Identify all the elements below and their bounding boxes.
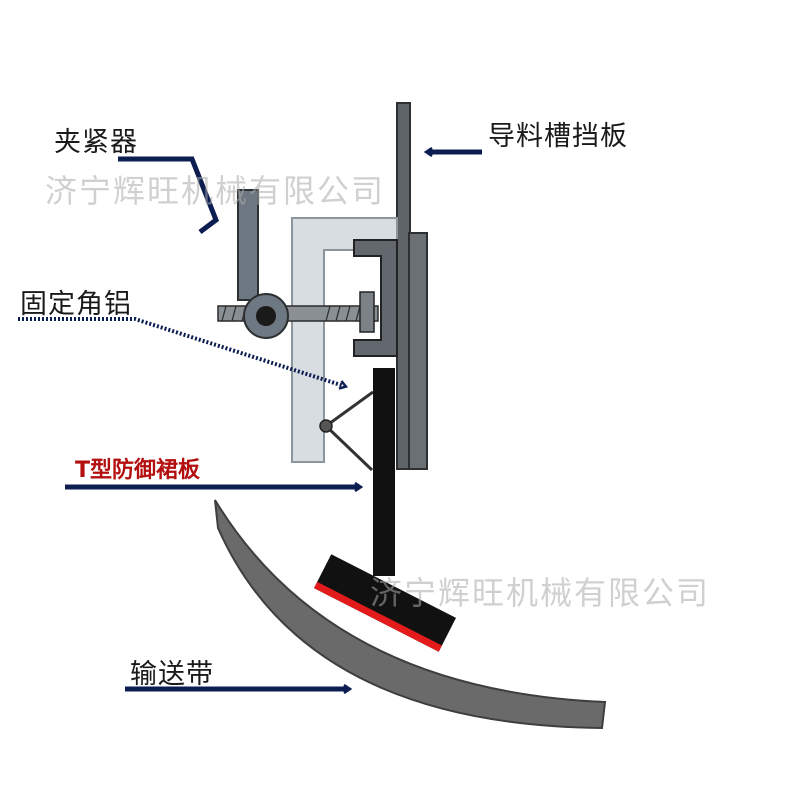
clamp-lever <box>237 189 259 301</box>
watermark-top: 济宁辉旺机械有限公司 <box>45 172 386 210</box>
spring-clip-pin-icon <box>319 419 333 433</box>
arrow-clamp <box>118 156 220 234</box>
c-channel-bracket <box>353 239 398 357</box>
label-conveyor-belt: 输送带 <box>130 659 214 690</box>
bracket-nut <box>359 291 375 333</box>
label-chute-baffle: 导料槽挡板 <box>488 121 628 152</box>
fixed-angle-aluminum <box>291 217 398 463</box>
clamp-pivot-icon <box>256 306 276 326</box>
spring-clip <box>323 390 374 472</box>
t-skirt-board-foot <box>314 554 456 652</box>
label-clamp: 夹紧器 <box>54 127 138 158</box>
label-t-skirt-board: T型防御裙板 <box>75 458 201 483</box>
label-fixed-angle-aluminum: 固定角铝 <box>20 289 132 320</box>
conveyor-belt <box>214 499 607 730</box>
arrow-fixed-angle-aluminum <box>18 317 344 386</box>
t-skirt-board-stem <box>373 368 395 576</box>
watermark-bottom: 济宁辉旺机械有限公司 <box>370 574 711 612</box>
chute-baffle-reinforcement <box>408 232 428 470</box>
